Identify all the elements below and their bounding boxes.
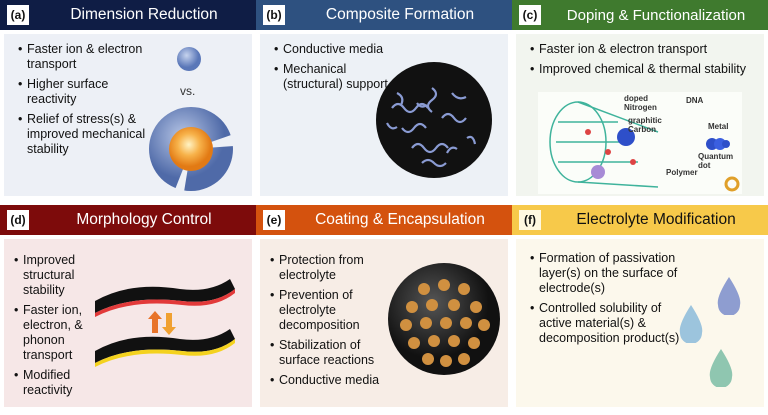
panel-header: (c) Doping & Functionalization [512,0,768,30]
panel-body: Protection from electrolyte Prevention o… [260,239,508,407]
panel-title: Coating & Encapsulation [315,211,485,228]
bullet-item: Higher surface reactivity [18,77,148,107]
bullet-list: Faster ion & electron transport Improved… [530,42,760,82]
bullet-item: Improved structural stability [14,253,94,298]
droplet-blue-icon [679,305,703,343]
panel-title: Electrolyte Modification [576,211,736,228]
bullet-list: Formation of passivation layer(s) on the… [530,251,680,351]
label-doped-nitrogen: doped Nitrogen [624,94,657,112]
panel-coating-encapsulation: (e) Coating & Encapsulation Protection f… [256,205,512,415]
panel-tag: (b) [263,5,285,25]
label-metal: Metal [708,122,729,131]
graphene-tube-icon [549,101,659,188]
bullet-list: Improved structural stability Faster ion… [14,253,94,403]
panel-tag: (a) [7,5,29,25]
label-graphitic-carbon: graphitic Carbon [628,116,662,134]
bullet-item: Faster ion, electron, & phonon transport [14,303,94,363]
bullet-item: Prevention of electrolyte decomposition [270,288,386,333]
label-dna: DNA [686,96,704,105]
bullet-item: Faster ion & electron transport [530,42,760,57]
panel-title: Dimension Reduction [70,6,218,23]
droplet-green-icon [709,349,733,387]
bullet-item: Conductive media [274,42,394,57]
panel-electrolyte-modification: (f) Electrolyte Modification Formation o… [512,205,768,415]
quantum-dot-icon [724,176,740,192]
panel-body: Conductive media Mechanical (structural)… [260,34,508,196]
panel-tag: (d) [7,210,29,230]
panel-title: Doping & Functionalization [566,6,746,24]
panel-tag: (e) [263,210,285,230]
bullet-list: Faster ion & electron transport Higher s… [18,42,148,162]
bullet-item: Improved chemical & thermal stability [530,62,760,77]
bullet-item: Mechanical (structural) support [274,62,394,92]
vs-label: vs. [180,84,196,98]
panel-header: (a) Dimension Reduction [0,0,256,30]
bullet-item: Faster ion & electron transport [18,42,148,72]
bullet-item: Protection from electrolyte [270,253,386,283]
bullet-item: Stabilization of surface reactions [270,338,386,368]
panel-tag: (c) [519,5,541,25]
panel-composite-formation: (b) Composite Formation Conductive media… [256,0,512,200]
panel-tag: (f) [519,210,541,230]
encapsulated-nanoparticle-icon [388,263,500,375]
panel-body: Faster ion & electron transport Higher s… [4,34,252,196]
panel-title: Morphology Control [76,211,212,228]
small-particle-icon [177,47,201,71]
bullet-item: Conductive media [270,373,386,388]
droplet-purple-icon [717,277,741,315]
panel-title: Composite Formation [325,6,475,23]
doped-graphene-illustration: doped Nitrogen graphitic Carbon DNA Meta… [538,92,742,194]
bullet-item: Formation of passivation layer(s) on the… [530,251,680,296]
panel-header: (e) Coating & Encapsulation [256,205,512,235]
panel-morphology-control: (d) Morphology Control Improved structur… [0,205,256,415]
metal-cluster-icon [706,138,730,150]
panel-body: Faster ion & electron transport Improved… [516,34,764,196]
label-quantum-dot: Quantum dot [698,152,734,170]
panel-header: (b) Composite Formation [256,0,512,30]
panel-header: (f) Electrolyte Modification [512,205,768,235]
panel-body: Formation of passivation layer(s) on the… [516,239,764,407]
bullet-item: Modified reactivity [14,368,94,398]
panel-doping-functionalization: (c) Doping & Functionalization Faster io… [512,0,768,200]
bullet-item: Controlled solubility of active material… [530,301,680,346]
core-shell-particle-icon [149,107,234,192]
composite-particle-icon [376,62,492,178]
bullet-item: Relief of stress(s) & improved mechanica… [18,112,148,157]
panel-header: (d) Morphology Control [0,205,256,235]
panel-body: Improved structural stability Faster ion… [4,239,252,407]
panel-dimension-reduction: (a) Dimension Reduction Faster ion & ele… [0,0,256,200]
layered-sheets-icon [95,279,235,367]
bullet-list: Protection from electrolyte Prevention o… [270,253,386,393]
label-polymer: Polymer [666,168,698,177]
bullet-list: Conductive media Mechanical (structural)… [274,42,394,97]
